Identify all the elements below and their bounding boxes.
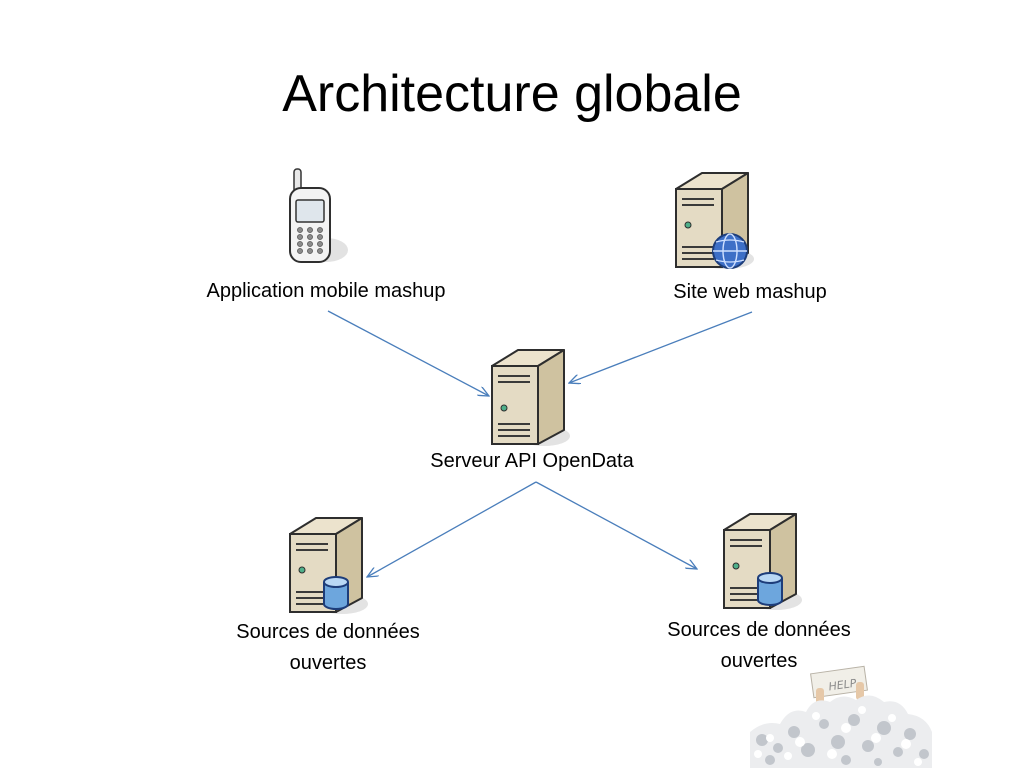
edge-api-to-source-left [367,481,537,577]
node-label-mobile-app: Application mobile mashup [206,280,446,302]
node-label-website: Site web mashup [673,281,827,303]
web-server-icon [675,172,754,269]
database-server-icon [723,513,802,610]
node-label-source-left-line2: ouvertes [289,652,367,674]
node-label-api-server: Serveur API OpenData [430,450,634,472]
node-label-source-right-line2: ouvertes [720,650,798,672]
slide-title: Architecture globale [282,65,742,123]
edge-api-to-source-right [535,481,697,569]
node-label-source-right-line1: Sources de données [667,619,851,641]
server-icon [491,349,570,446]
database-server-icon [289,517,368,614]
edge-mobile-to-api [327,310,489,396]
paper-pile-help-icon: HELP [750,665,932,768]
node-label-source-left-line1: Sources de données [236,621,420,643]
mobile-phone-icon [289,168,348,263]
help-sign-text: HELP [828,677,858,694]
edge-website-to-api [569,311,753,383]
